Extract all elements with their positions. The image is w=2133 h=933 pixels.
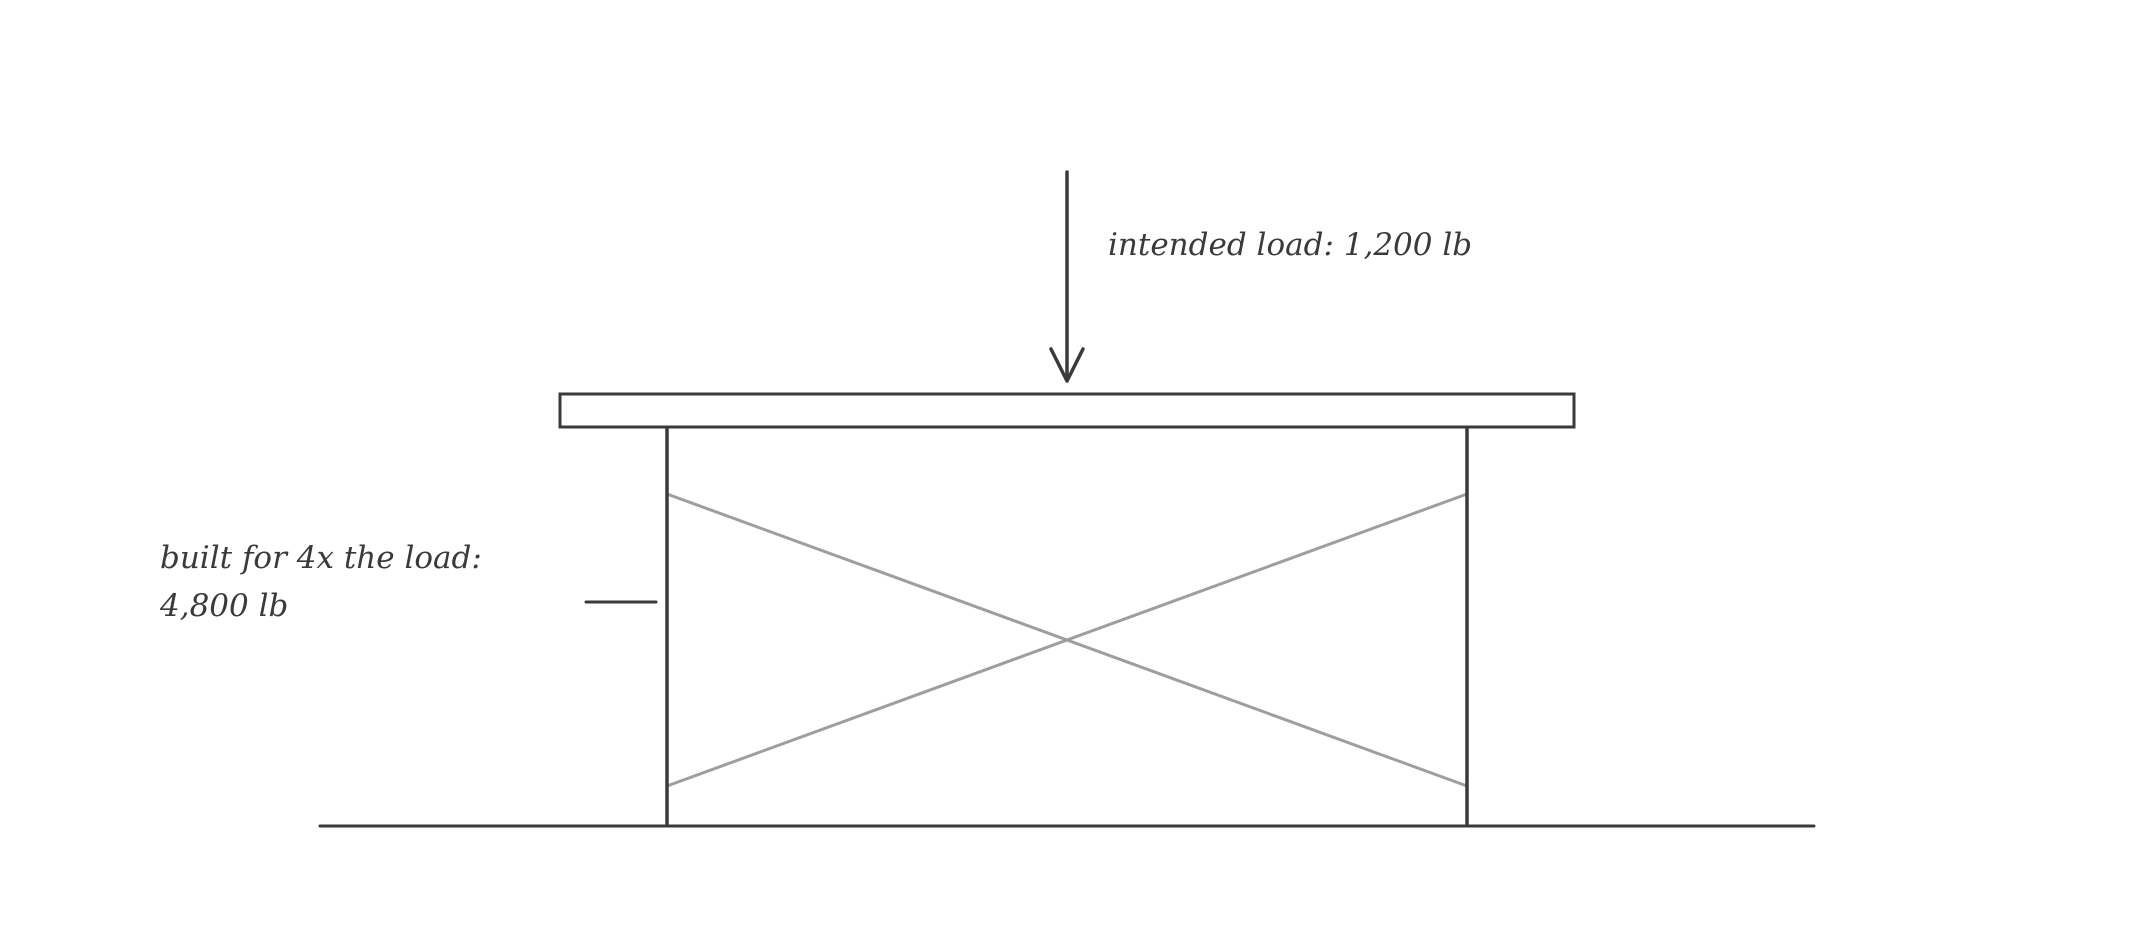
brace-right-to-left	[666, 492, 1468, 788]
capacity-label-line2: 4,800 lb	[160, 588, 289, 624]
capacity-label-line1: built for 4x the load:	[160, 540, 482, 576]
down-arrow-icon	[1049, 170, 1085, 383]
capacity-label: built for 4x the load: 4,800 lb	[160, 534, 482, 630]
table-top	[558, 392, 1576, 429]
intended-load-label: intended load: 1,200 lb	[1108, 227, 1473, 263]
